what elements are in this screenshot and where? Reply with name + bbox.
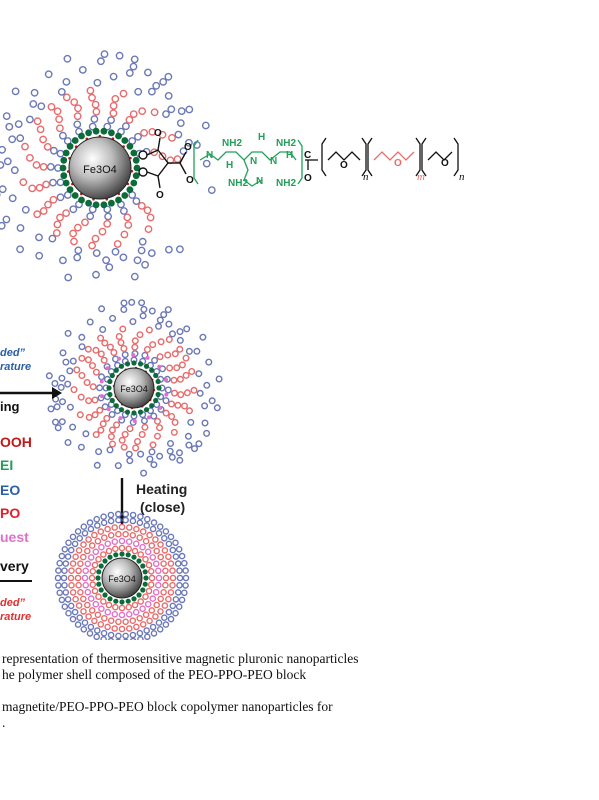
pei-shell-bottom bbox=[95, 551, 149, 605]
top-nanoparticle: Fe3O4 bbox=[0, 50, 216, 282]
legend-recovery: very bbox=[0, 558, 29, 574]
legend-temperature-bottom: rature bbox=[0, 611, 31, 623]
caption-line-3: magnetite/PEO-PPO-PEO block copolymer na… bbox=[2, 699, 333, 714]
core-label-top: Fe3O4 bbox=[83, 164, 117, 176]
pei-nh2-3: NH2 bbox=[228, 178, 248, 189]
figure-panel: Fe3O4 O O O O N NH2 H H N N NH2 NH2 N bbox=[0, 50, 465, 640]
loading-arrow bbox=[0, 387, 62, 399]
legend-pei: EI bbox=[0, 457, 13, 473]
pei-nh2-1: NH2 bbox=[222, 138, 242, 149]
pluronic-backbone bbox=[305, 137, 459, 177]
loaded-nanoparticle: Fe3O4 bbox=[45, 298, 223, 477]
heating-label: Heating bbox=[136, 481, 187, 497]
caption-line-2: he polymer shell composed of the PEO-PPO… bbox=[2, 667, 307, 682]
pei-h1: H bbox=[226, 160, 233, 171]
subscript-n2: n bbox=[459, 171, 465, 183]
pei-n2: N bbox=[250, 156, 257, 167]
subscript-n1: n bbox=[363, 171, 369, 183]
pei-nh2-4: NH2 bbox=[276, 178, 296, 189]
legend-loaded: ded” bbox=[0, 347, 26, 359]
polymer-chains-top bbox=[0, 50, 216, 282]
chain-o3: O bbox=[394, 158, 402, 169]
chain-c: C bbox=[304, 150, 311, 161]
pei-structure bbox=[193, 139, 303, 187]
core-label-mid: Fe3O4 bbox=[120, 384, 148, 394]
legend-guest: uest bbox=[0, 529, 29, 545]
linker-o3: O bbox=[184, 142, 192, 153]
pei-n3: N bbox=[270, 156, 277, 167]
linker-o2: O bbox=[156, 190, 164, 201]
core-label-bot: Fe3O4 bbox=[108, 574, 136, 584]
legend-loading: ing bbox=[0, 399, 20, 414]
legend-ppo: PO bbox=[0, 505, 20, 521]
legend-unloaded: ded” bbox=[0, 597, 26, 609]
chain-o: O bbox=[304, 173, 312, 184]
pei-n1: N bbox=[206, 150, 213, 161]
subscript-m: m bbox=[417, 171, 425, 183]
pei-h2: H bbox=[258, 132, 265, 143]
pei-h3: H bbox=[286, 150, 293, 161]
legend-peo: EO bbox=[0, 482, 20, 498]
figure-caption: representation of thermosensitive magnet… bbox=[0, 651, 599, 731]
pei-n4: N bbox=[256, 176, 263, 187]
collapsed-shell-rings bbox=[54, 510, 190, 640]
chain-o4: O bbox=[441, 158, 449, 169]
chain-o2: O bbox=[340, 160, 348, 171]
close-label: (close) bbox=[140, 499, 185, 515]
pei-nh2-2: NH2 bbox=[276, 138, 296, 149]
legend-cooh: OOH bbox=[0, 434, 32, 450]
caption-line-4: . bbox=[2, 715, 6, 730]
linker-o1: O bbox=[154, 128, 162, 139]
closed-nanoparticle: Fe3O4 bbox=[54, 510, 190, 640]
caption-line-1: representation of thermosensitive magnet… bbox=[2, 651, 359, 666]
malonate-linker bbox=[138, 137, 187, 189]
legend-temperature-top: rature bbox=[0, 361, 31, 373]
linker-o4: O bbox=[186, 175, 194, 186]
